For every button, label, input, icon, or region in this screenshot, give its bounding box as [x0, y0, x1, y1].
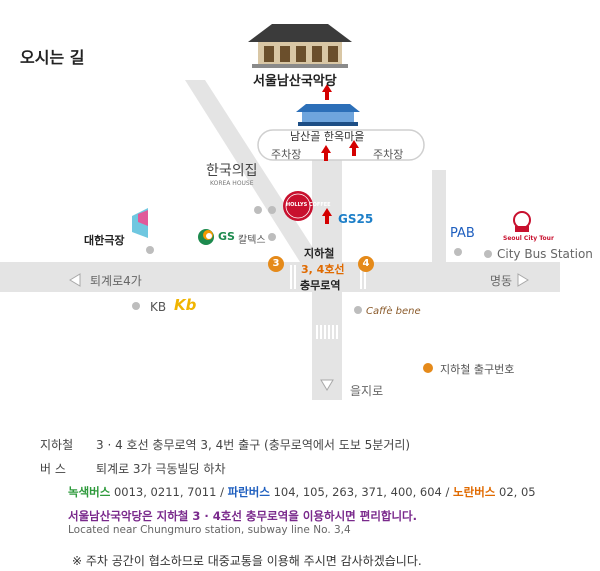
- seoul-city-tour-logo: [513, 211, 531, 232]
- right-road-curve: [540, 262, 560, 292]
- legend-exit-dot: [423, 363, 433, 373]
- legend-exit-label: 지하철 출구번호: [440, 363, 515, 376]
- yellow-bus-label: 노란버스: [453, 485, 496, 499]
- recommend-notice: 서울남산국악당은 지하철 3 · 4호선 충무로역을 이용하시면 편리합니다.: [68, 509, 418, 523]
- korea-house-name: 한국의집: [206, 163, 258, 179]
- page-title: 오시는 길: [20, 48, 85, 67]
- subway-label: 지하철: [40, 438, 74, 452]
- parking-left-label: 주차장: [271, 148, 302, 161]
- arrow-up-icon: [322, 84, 332, 100]
- road-right-vertical: [432, 170, 446, 262]
- arrow-up-icon: [349, 140, 359, 156]
- station-name-2: 충무로역: [300, 279, 341, 292]
- station-lines: 3, 4호선: [301, 263, 345, 276]
- blue-bus-label: 파란버스: [227, 485, 270, 499]
- bus-lines: 녹색버스 0013, 0211, 7011 / 파란버스 104, 105, 2…: [68, 484, 536, 500]
- gs25-label: GS25: [338, 212, 374, 226]
- parking-note: ※ 주차 공간이 협소하므로 대중교통을 이용해 주시면 감사하겠습니다.: [72, 554, 422, 568]
- blue-bus-numbers: 104, 105, 263, 371, 400, 604: [273, 485, 442, 499]
- seoul-city-tour-label: Seoul City Tour: [503, 235, 554, 242]
- gs-caltex-label: GS: [218, 230, 235, 243]
- subway-text: 3 · 4 호선 충무로역 3, 4번 출구 (충무로역에서 도보 5분거리): [96, 438, 411, 452]
- myeongdong-label: 명동: [490, 274, 513, 288]
- main-road-vertical: [312, 160, 342, 400]
- caffe-bene-logo: Caffè bene: [366, 306, 421, 317]
- toegye-4ga-label: 퇴계로4가: [90, 274, 142, 288]
- kb-logo: Kb: [174, 296, 197, 314]
- exit-3-marker: 3: [268, 256, 284, 272]
- euljiro-label: 을지로: [350, 384, 384, 398]
- arrow-left-icon: [69, 273, 81, 287]
- bus-info: 버 스 퇴계로 3가 극동빌딩 하차: [40, 460, 225, 477]
- bus-label: 버 스: [40, 462, 66, 476]
- parking-right-label: 주차장: [373, 148, 404, 161]
- daehan-cinema-label: 대한극장: [84, 234, 125, 247]
- gs-caltex-logo: [198, 229, 214, 245]
- exit-4-marker: 4: [358, 256, 374, 272]
- arrow-up-icon: [322, 208, 332, 224]
- route-arrows: [321, 84, 359, 224]
- korea-house-en: KOREA HOUSE: [210, 180, 254, 187]
- theater-name: 서울남산국악당: [253, 74, 337, 89]
- hollys-logo: [283, 191, 313, 221]
- direction-arrows: [69, 273, 529, 391]
- poi-dots: [132, 206, 492, 314]
- daehan-cinema-logo: [132, 208, 148, 238]
- green-bus-label: 녹색버스: [68, 485, 111, 499]
- crosswalks: [290, 265, 366, 339]
- city-bus-station-label: City Bus Station: [497, 247, 593, 261]
- arrow-down-icon: [320, 379, 334, 391]
- parking-area-outline: [257, 129, 425, 161]
- station-name-1: 지하철: [304, 247, 335, 260]
- pab-label: PAB: [450, 226, 475, 241]
- separator: /: [220, 485, 224, 499]
- kb-label: KB: [150, 300, 167, 314]
- village-roof-icon: [296, 104, 360, 126]
- village-name: 남산골 한옥마을: [290, 130, 365, 143]
- gs-caltex-text: 칼텍스: [238, 235, 266, 246]
- bus-text: 퇴계로 3가 극동빌딩 하차: [96, 462, 226, 476]
- recommend-notice-en: Located near Chungmuro station, subway l…: [68, 524, 351, 536]
- subway-info: 지하철 3 · 4 호선 충무로역 3, 4번 출구 (충무로역에서 도보 5분거…: [40, 436, 410, 453]
- location-map: [0, 24, 560, 400]
- green-bus-numbers: 0013, 0211, 7011: [113, 485, 217, 499]
- separator: /: [445, 485, 450, 499]
- yellow-bus-numbers: 02, 05: [499, 485, 536, 499]
- hollys-label: HOLLYS COFFEE: [286, 202, 331, 208]
- arrow-up-icon: [321, 145, 331, 161]
- arrow-right-icon: [517, 273, 529, 287]
- theater-building-icon: [248, 24, 352, 68]
